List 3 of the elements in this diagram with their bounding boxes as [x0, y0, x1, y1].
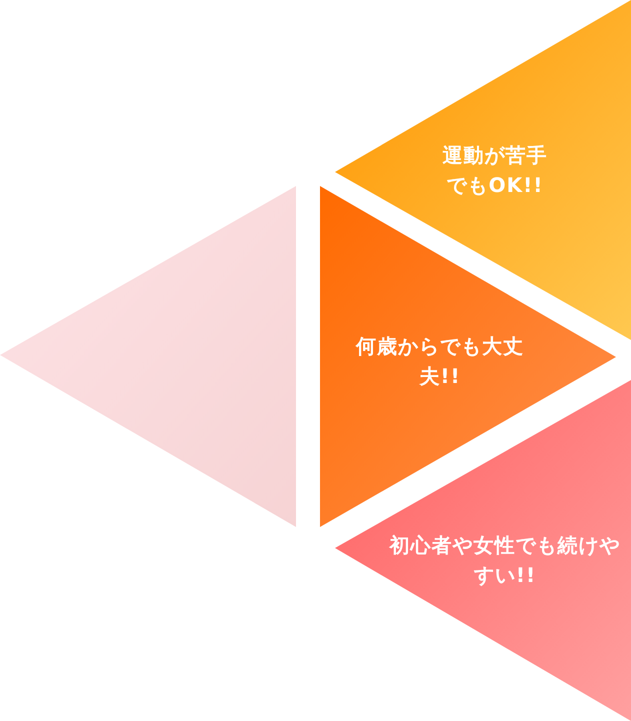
feature-text: 初心者や女性でも続けやすい!!: [388, 532, 622, 589]
feature-text: 何歳からでも大丈夫!!: [354, 333, 525, 390]
feature-text: 運動が苦手でもOK!!: [442, 142, 548, 199]
